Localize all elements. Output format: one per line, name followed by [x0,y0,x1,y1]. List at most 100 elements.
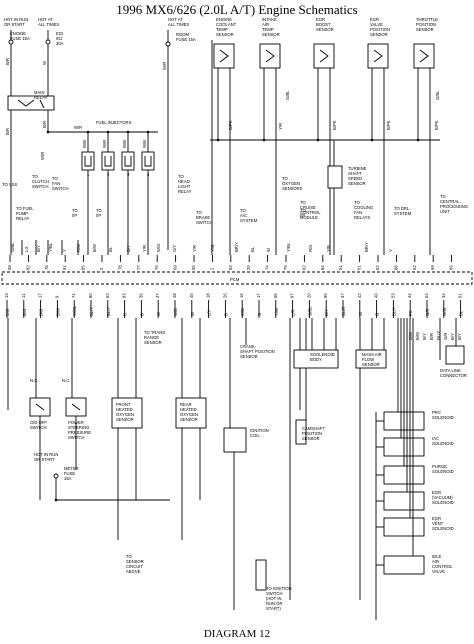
injector-coil-icon [124,156,132,167]
room-fuse-label: FUSE 15A [176,37,196,42]
sensor-0 [213,43,235,69]
pcm-pin-number: 34 [441,293,446,298]
hot-in-run-note: OR START [34,457,55,462]
engine-fuse-label: FUSE 15A [10,36,30,41]
pcm-pin-number: 62 [105,293,110,298]
power-steering-label: STEERING [68,425,89,430]
destination-label: HEAD- [178,179,192,184]
junction-dot [262,138,266,142]
hot-in-run-note: HOT IN RUN [34,452,58,457]
destination-label: BRAKE [196,215,210,220]
destination-label: TO [240,208,246,213]
wire-color-label: B/W [92,244,97,252]
wire-color-label: L/Y [207,310,212,316]
sensor-label: EGR [370,17,379,22]
pcm-pin-number: 56 [273,293,278,298]
wire-color-label: B/R [429,333,434,340]
pcm-pin-number: 69 [430,265,435,270]
sensor-1 [259,43,281,69]
junction-dot [54,498,58,502]
turbine-sensor-label: TURBINE [348,166,367,171]
pcm-pin-number: 16 [239,293,244,298]
solenoid-5 [383,555,425,575]
wire-color-label: W [42,61,47,65]
junction-dot [416,138,420,142]
maf-label: MASS AIR [362,352,382,357]
wire-color-label: B/W [55,308,60,316]
fuel-injectors-label: FUEL INJECTORS [96,120,132,125]
destination-label: CRUISE [300,205,316,210]
pcm-pin-number: 83 [122,293,127,298]
solenoid-label: VALVE [432,569,445,574]
pcm-pin-number: 17 [38,293,43,298]
power-steering-label: PRESSURE [68,430,91,435]
destination-label: I/P [96,213,101,218]
wire-color-label: B/PK [434,120,439,130]
sensor-label: EGR [316,17,325,22]
sensor-label: SENSOR [216,32,234,37]
wire-color-label: W/G [156,244,161,252]
wire-color-label: BL/R [341,307,346,316]
wire-color-label: PK [408,310,413,316]
sensor-resistor-icon [219,49,229,63]
wire-color-label: B [139,313,144,316]
destination-label: CONTROL [300,210,321,215]
destination-label: TO DRL [394,206,410,211]
main-relay [7,95,55,111]
wire-color-label: BL [250,246,255,252]
wire-color-label: B/R [5,58,10,65]
wire-color-label: G [257,313,262,316]
solenoid-label: SOLENOID [432,500,454,505]
wire-color-label: Y/R [142,245,147,252]
pcm-pin-number: 11 [21,293,26,298]
sensor-circuit-label: SENSOR [126,559,144,564]
wire-color-label: B/Y [36,245,41,252]
pcm-pin-number: 77 [136,265,141,270]
wire-color-label: B/R [5,128,10,135]
solenoid-label: SOLENOID [432,526,454,531]
egi-inj-fuse-label: EGI [56,31,63,36]
hot-in-run-note: OR START [4,22,25,27]
wire-color-label: W/B [122,140,127,148]
pcm-pin-number: 66 [449,265,454,270]
ignition-coil-label: IGNITION [250,428,269,433]
rear-oxygen-label: SENSOR [180,417,198,422]
solenoid-4 [383,517,425,537]
wire-color-label: Y/B [326,245,331,252]
pcm-pin-number: 17 [256,293,261,298]
solenoid-body-label: BODY [310,357,322,362]
destination-label: I/P [72,213,77,218]
pcm-pin-number: 48 [172,293,177,298]
wire-color-label: Y/BL [286,242,291,252]
destination-label: SENSORS [282,186,303,191]
pcm-module [1,271,473,285]
front-oxygen-sensor [111,397,143,429]
solenoid-label: EGR [432,490,441,495]
egi-inj-fuse-label: 30A [56,41,64,46]
ignition-switch-label: START) [266,606,281,611]
wire-color-label: B/G [5,309,10,316]
wire-color-label: Y/R [278,123,283,130]
camshaft-sensor-label: SENSOR [302,436,320,441]
destination-label: SWITCH [32,184,49,189]
sensor-label: TEMP [262,27,274,32]
wire-color-label: BR/Y [364,242,369,252]
pcm-pin-number: 75 [283,265,288,270]
mass-air-flow-sensor [355,349,387,369]
injector-number: 2 [107,172,110,177]
wire-color-label: R [123,313,128,316]
solenoid-label: IDLE [432,554,442,559]
maf-label: SENSOR [362,362,380,367]
wire-color-label: W/R [102,140,107,148]
destination-label: COOLING [354,205,373,210]
wire-color-label: G/BL [10,242,15,252]
wire-color-label: B/Y [324,309,329,316]
pcm-pin-number: 13 [4,293,9,298]
injector-number: 3 [127,172,130,177]
wire-color-label: B/R [42,121,47,128]
wire [17,99,35,107]
pcm-pin-number: 18 [206,293,211,298]
destination-label: UNIT [440,209,450,214]
camshaft-sensor-label: CAMSHAFT [302,426,325,431]
pcm-pin-number: 62 [375,265,380,270]
